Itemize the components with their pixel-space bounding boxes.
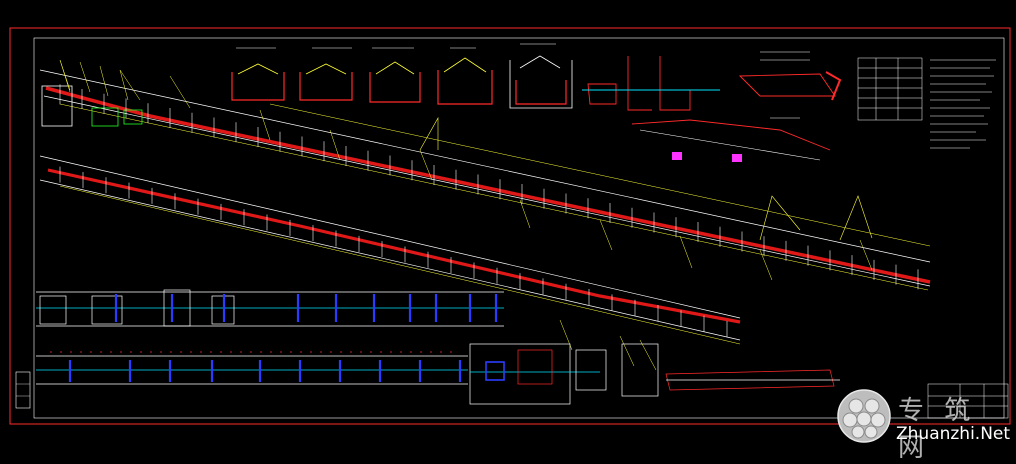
cross-section-details — [231, 55, 573, 109]
leader-line — [559, 319, 573, 351]
leader-line — [639, 339, 657, 371]
plan-view-lower — [36, 351, 468, 385]
section-title-lines — [236, 43, 810, 119]
watermark-logo-icon — [837, 389, 891, 443]
upper-conveyor-elevation — [39, 69, 931, 291]
leader-line — [519, 199, 531, 229]
watermark-cn-text: 专 筑 网 — [898, 396, 977, 463]
outer-frame — [9, 27, 1011, 425]
leader-line — [329, 129, 341, 161]
left-binding-strip — [15, 371, 31, 409]
tail-station-plan — [469, 343, 840, 405]
lower-conveyor-elevation — [39, 155, 741, 345]
leader-line — [759, 249, 773, 281]
watermark-en-text: Zhuanzhi.Net — [896, 424, 1011, 444]
plan-view-lower-supports — [68, 360, 462, 382]
leader-line — [859, 239, 873, 271]
annotation-leaders — [59, 59, 873, 371]
title-block — [927, 383, 1009, 419]
leader-line — [119, 69, 141, 101]
idler-ticks — [59, 84, 919, 337]
bracket-details — [582, 56, 842, 162]
watermark: 专 筑 网 Zhuanzhi.Net — [836, 388, 1016, 463]
leader-line — [599, 219, 613, 251]
leader-line — [419, 149, 433, 181]
cad-drawing — [9, 27, 1011, 425]
leader-line — [619, 335, 635, 367]
plan-view-upper — [36, 289, 504, 327]
notes-text-lines — [930, 59, 996, 149]
leader-line — [679, 235, 693, 269]
inner-frame — [33, 37, 1005, 419]
leader-line — [59, 59, 71, 93]
head-station — [41, 59, 143, 127]
spec-table — [857, 57, 923, 121]
plan-view-upper-supports — [114, 294, 498, 322]
leader-line — [259, 109, 271, 141]
leader-line — [169, 75, 191, 109]
